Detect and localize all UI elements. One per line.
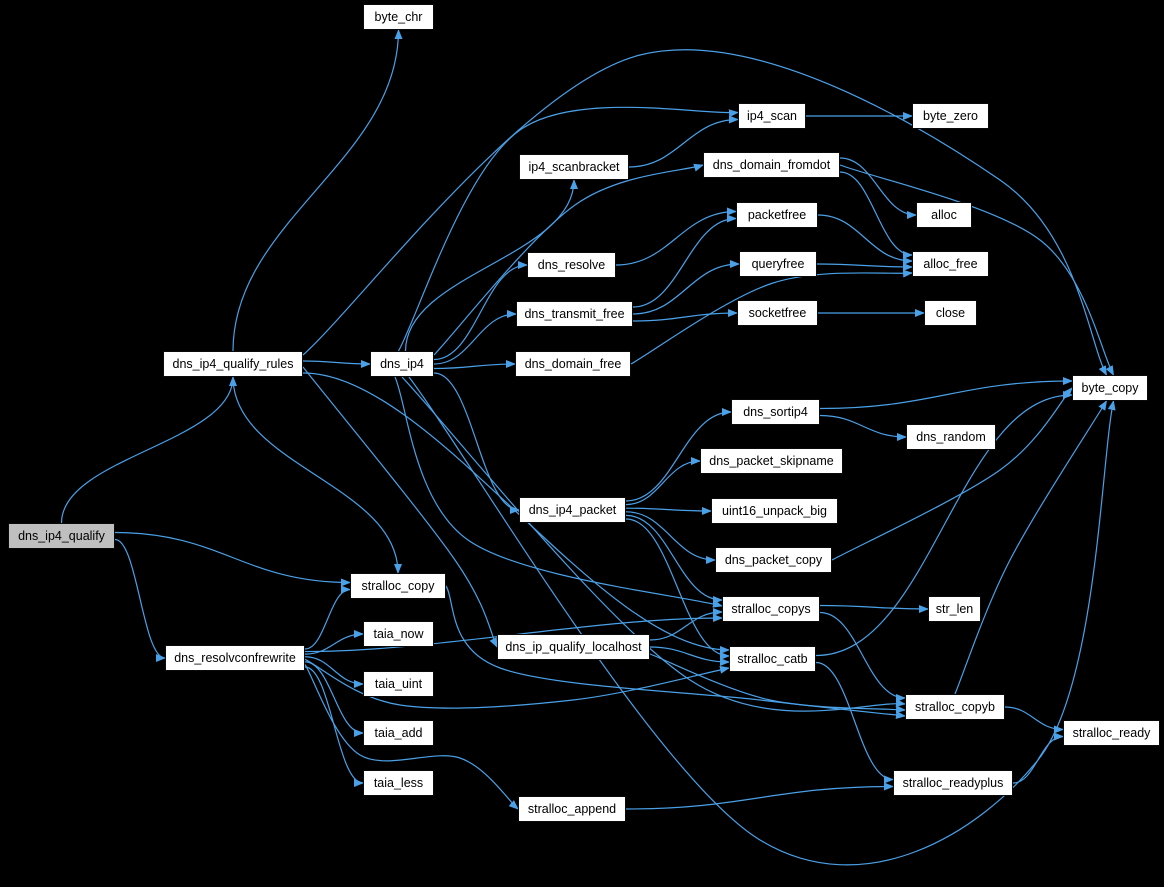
node-byte_copy[interactable]: byte_copy (1072, 375, 1148, 401)
node-ip4_scan[interactable]: ip4_scan (738, 103, 806, 129)
node-stralloc_copyb[interactable]: stralloc_copyb (905, 694, 1005, 720)
node-stralloc_readyplus[interactable]: stralloc_readyplus (893, 770, 1013, 796)
edge-dns_resolvconfrewrite--stralloc_copy (304, 585, 351, 650)
edge-dns_ip4--stralloc_copyb (401, 376, 906, 712)
edge-dns_ip4--dns_domain_free (433, 360, 516, 370)
node-byte_zero[interactable]: byte_zero (912, 103, 989, 129)
node-dns_ip_qualify_localhost[interactable]: dns_ip_qualify_localhost (497, 634, 650, 660)
node-queryfree[interactable]: queryfree (739, 251, 817, 277)
edge-dns_ip4--byte_copy (408, 376, 1116, 866)
edge-dns_ip4--ip4_scan (397, 106, 739, 352)
edge-dns_sortip4--byte_copy (819, 377, 1073, 410)
edge-dns_ip_qualify_localhost--stralloc_copyb (649, 653, 906, 714)
edge-dns_transmit_free--socketfree (632, 309, 738, 322)
edge-dns_ip_qualify_localhost--stralloc_catb (649, 646, 730, 666)
node-dns_domain_free[interactable]: dns_domain_free (515, 351, 631, 377)
edge-dns_ip_qualify_localhost--stralloc_copys (649, 608, 723, 641)
edge-dns_ip4_packet--dns_sortip4 (625, 408, 732, 502)
edge-ip4_scanbracket--ip4_scan (628, 115, 739, 168)
edge-stralloc_copyb--byte_copy (954, 400, 1108, 695)
node-taia_uint[interactable]: taia_uint (363, 671, 434, 697)
node-dns_sortip4[interactable]: dns_sortip4 (731, 399, 820, 425)
node-packetfree[interactable]: packetfree (736, 202, 818, 228)
node-byte_chr[interactable]: byte_chr (363, 4, 434, 30)
edge-dns_ip4--dns_resolve (433, 261, 528, 361)
edge-dns_ip4_packet--stralloc_catb (625, 518, 730, 660)
node-stralloc_copys[interactable]: stralloc_copys (722, 596, 820, 622)
edge-dns_ip4_packet--dns_packet_copy (625, 511, 716, 564)
node-stralloc_copy[interactable]: stralloc_copy (350, 573, 446, 599)
node-str_len[interactable]: str_len (928, 596, 981, 622)
edge-stralloc_copys--str_len (819, 604, 929, 613)
node-taia_now[interactable]: taia_now (363, 621, 434, 647)
edge-dns_resolvconfrewrite--taia_uint (304, 656, 364, 688)
edge-queryfree--alloc_free (816, 262, 913, 271)
node-dns_packet_copy[interactable]: dns_packet_copy (715, 547, 832, 573)
edge-dns_ip4_qualify_rules--dns_ip_qualify_localhost (302, 366, 498, 648)
edge-dns_resolvconfrewrite--taia_now (304, 630, 364, 655)
edge-dns_domain_fromdot--alloc (839, 157, 917, 219)
node-taia_less[interactable]: taia_less (363, 770, 434, 796)
node-dns_ip4_qualify_rules[interactable]: dns_ip4_qualify_rules (163, 351, 303, 377)
node-taia_add[interactable]: taia_add (363, 720, 434, 746)
edge-dns_domain_fromdot--byte_copy (839, 164, 1115, 376)
node-dns_domain_fromdot[interactable]: dns_domain_fromdot (703, 152, 840, 178)
node-alloc[interactable]: alloc (916, 202, 972, 228)
edge-dns_transmit_free--packetfree (632, 214, 737, 308)
edge-dns_ip4_packet--uint16_unpack_big (625, 506, 712, 515)
edge-dns_ip4--dns_transmit_free (433, 310, 517, 365)
node-dns_ip4_packet[interactable]: dns_ip4_packet (519, 497, 626, 523)
edge-dns_ip4--dns_domain_fromdot (433, 163, 704, 356)
edge-dns_sortip4--dns_random (819, 414, 907, 441)
node-dns_transmit_free[interactable]: dns_transmit_free (516, 301, 633, 327)
node-dns_resolvconfrewrite[interactable]: dns_resolvconfrewrite (165, 645, 305, 671)
edge-stralloc_copy--stralloc_copyb (445, 585, 906, 719)
edge-dns_ip4_packet--stralloc_copys (625, 514, 723, 604)
node-stralloc_append[interactable]: stralloc_append (518, 796, 626, 822)
edge-dns_ip4_qualify_rules--byte_copy (302, 49, 1108, 376)
edge-dns_packet_copy--byte_copy (831, 387, 1073, 561)
edge-dns_ip4_qualify--dns_ip4_qualify_rules (60, 376, 237, 524)
node-socketfree[interactable]: socketfree (737, 300, 818, 326)
node-dns_packet_skipname[interactable]: dns_packet_skipname (700, 448, 843, 474)
edge-stralloc_catb--stralloc_readyplus (815, 661, 894, 784)
edge-dns_ip4_qualify--stralloc_copy (114, 531, 351, 587)
edge-dns_ip4_qualify_rules--stralloc_copy (232, 376, 402, 574)
node-stralloc_ready[interactable]: stralloc_ready (1063, 720, 1160, 746)
edge-dns_transmit_free--queryfree (632, 260, 740, 315)
edge-stralloc_copys--stralloc_copyb (819, 611, 906, 702)
node-uint16_unpack_big[interactable]: uint16_unpack_big (711, 498, 838, 524)
edge-stralloc_catb--byte_copy (815, 391, 1073, 657)
edge-dns_ip4--stralloc_copys (394, 376, 723, 608)
node-dns_ip4[interactable]: dns_ip4 (370, 351, 434, 377)
edge-dns_domain_fromdot--alloc_free (839, 171, 913, 259)
edge-stralloc_append--stralloc_readyplus (625, 782, 894, 810)
node-dns_random[interactable]: dns_random (906, 424, 996, 450)
edge-dns_ip4_packet--dns_packet_skipname (625, 457, 701, 506)
node-dns_resolve[interactable]: dns_resolve (527, 252, 616, 278)
edge-dns_ip4_qualify--dns_resolvconfrewrite (114, 538, 166, 662)
edge-dns_resolvconfrewrite--stralloc_append (304, 664, 519, 810)
edge-stralloc_copyb--stralloc_ready (1004, 706, 1064, 734)
edge-dns_resolve--packetfree (615, 207, 737, 266)
edge-dns_ip4--ip4_scanbracket (404, 179, 578, 352)
node-stralloc_catb[interactable]: stralloc_catb (729, 646, 816, 672)
edge-dns_ip4_qualify_rules--stralloc_catb (302, 372, 730, 654)
node-ip4_scanbracket[interactable]: ip4_scanbracket (519, 154, 629, 180)
edge-dns_domain_free--alloc_free (630, 269, 913, 365)
edge-dns_ip4_qualify_rules--byte_chr (232, 29, 403, 352)
edge-packetfree--alloc_free (817, 214, 913, 265)
node-alloc_free[interactable]: alloc_free (912, 251, 989, 277)
node-dns_ip4_qualify[interactable]: dns_ip4_qualify (8, 523, 115, 549)
edge-dns_resolvconfrewrite--stralloc_catb (304, 658, 730, 709)
edge-dns_ip4--dns_ip4_packet (433, 372, 520, 514)
edge-dns_ip4_qualify_rules--dns_ip4 (302, 359, 371, 368)
edge-stralloc_readyplus--stralloc_ready (1012, 732, 1064, 784)
node-close[interactable]: close (924, 300, 977, 326)
